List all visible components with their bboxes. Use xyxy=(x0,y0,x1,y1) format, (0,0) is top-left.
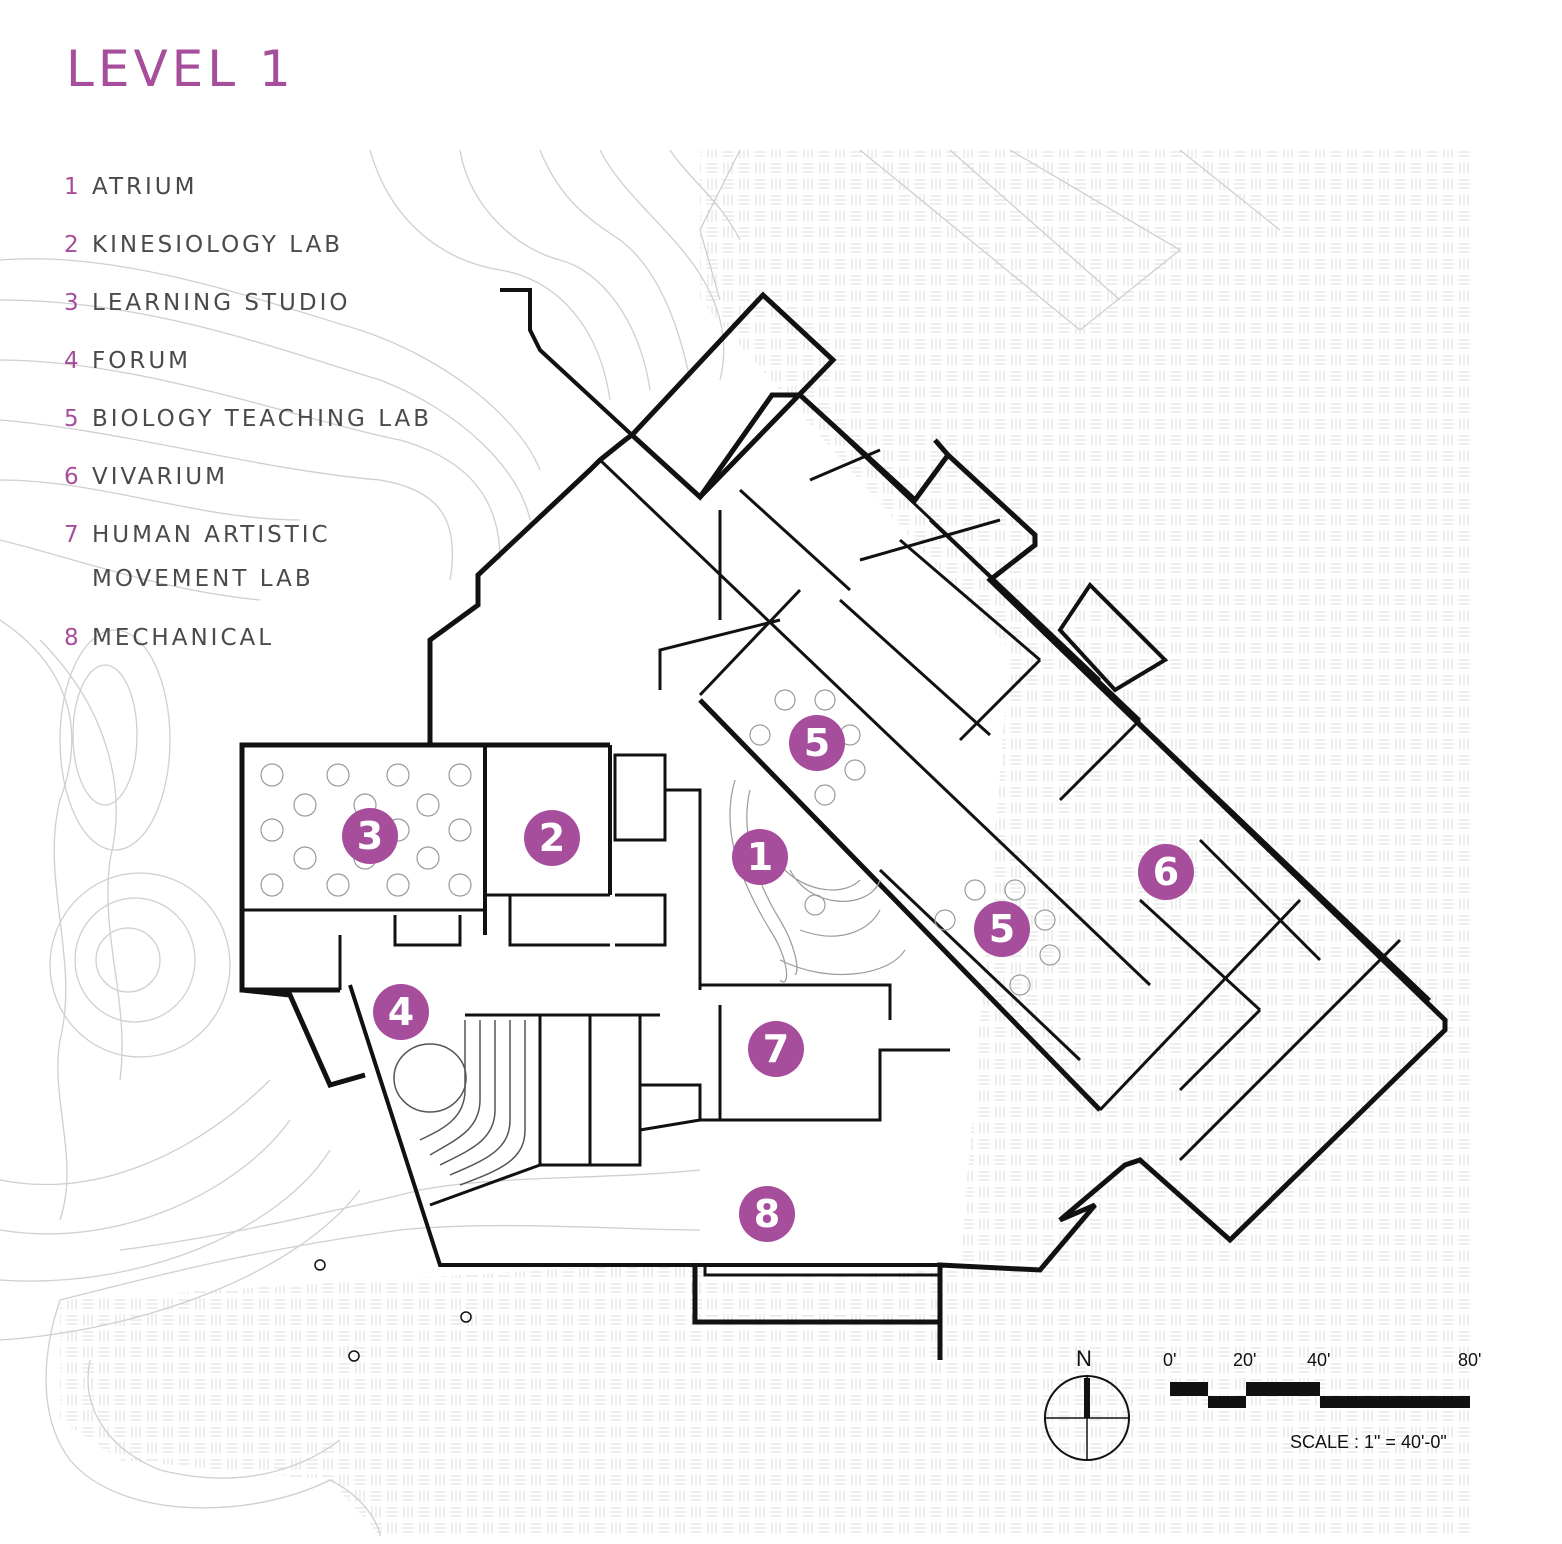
room-marker-7: 7 xyxy=(748,1021,804,1077)
legend-label-group: HUMAN ARTISTIC MOVEMENT LAB xyxy=(92,516,331,619)
legend-number: 4 xyxy=(64,348,82,374)
legend-number: 2 xyxy=(64,232,82,258)
scale-tick-0: 0' xyxy=(1163,1350,1177,1370)
page-title: LEVEL 1 xyxy=(66,40,295,98)
room-marker-circle xyxy=(1138,844,1194,900)
room-marker-6: 6 xyxy=(1138,844,1194,900)
atrium-seating xyxy=(729,779,906,983)
room-marker-3: 3 xyxy=(342,808,398,864)
lab-tables xyxy=(749,689,1061,996)
legend-label: FORUM xyxy=(92,348,191,374)
room-marker-number: 1 xyxy=(747,835,773,879)
scale-label: SCALE : 1" = 40'-0" xyxy=(1290,1432,1447,1452)
room-markers: 1 2 3 4 5 5 6 7 8 xyxy=(342,715,1194,1242)
legend-item: 2 KINESIOLOGY LAB xyxy=(64,226,432,284)
legend-number: 3 xyxy=(64,290,82,316)
scale-bar xyxy=(1170,1382,1470,1408)
room-marker-circle xyxy=(524,810,580,866)
room-marker-circle xyxy=(974,901,1030,957)
legend-label: VIVARIUM xyxy=(92,464,228,490)
forum-seating xyxy=(393,1020,526,1186)
room-marker-number: 7 xyxy=(763,1027,789,1071)
site-circles xyxy=(314,1259,472,1362)
room-marker-circle xyxy=(739,1186,795,1242)
legend-label: MECHANICAL xyxy=(92,625,275,651)
legend-item: 3 LEARNING STUDIO xyxy=(64,284,432,342)
legend-label: BIOLOGY TEACHING LAB xyxy=(92,406,433,432)
room-marker-circle xyxy=(732,829,788,885)
legend-label: ATRIUM xyxy=(92,174,198,200)
legend-item: 1 ATRIUM xyxy=(64,168,432,226)
scale-tick-20: 20' xyxy=(1233,1350,1257,1370)
room-marker-4: 4 xyxy=(373,984,429,1040)
legend-item: 4 FORUM xyxy=(64,342,432,400)
room-marker-number: 5 xyxy=(989,907,1015,951)
legend-item: 7 HUMAN ARTISTIC MOVEMENT LAB xyxy=(64,516,432,619)
room-marker-5: 5 xyxy=(974,901,1030,957)
room-marker-number: 3 xyxy=(357,814,383,858)
room-marker-circle xyxy=(342,808,398,864)
room-marker-number: 6 xyxy=(1153,850,1179,894)
legend-number: 1 xyxy=(64,174,82,200)
room-legend: 1 ATRIUM 2 KINESIOLOGY LAB 3 LEARNING STUDI… xyxy=(64,168,432,677)
building-walls xyxy=(239,288,1448,1360)
room-marker-number: 5 xyxy=(804,721,830,765)
legend-item: 8 MECHANICAL xyxy=(64,619,432,677)
legend-number: 8 xyxy=(64,625,82,651)
room-marker-circle xyxy=(748,1021,804,1077)
legend-number: 7 xyxy=(64,522,82,548)
north-label: N xyxy=(1076,1346,1092,1371)
legend-item: 6 VIVARIUM xyxy=(64,458,432,516)
room-marker-5: 5 xyxy=(789,715,845,771)
room-marker-number: 4 xyxy=(388,990,414,1034)
room-marker-number: 2 xyxy=(539,816,565,860)
room-marker-8: 8 xyxy=(739,1186,795,1242)
room-marker-1: 1 xyxy=(732,829,788,885)
legend-number: 5 xyxy=(64,406,82,432)
legend-number: 6 xyxy=(64,464,82,490)
room-marker-circle xyxy=(373,984,429,1040)
site-contours xyxy=(0,149,1281,1537)
legend-label-line2: MOVEMENT LAB xyxy=(92,566,314,592)
room-marker-number: 8 xyxy=(754,1192,780,1236)
scale-tick-80: 80' xyxy=(1458,1350,1482,1370)
scale-tick-40: 40' xyxy=(1307,1350,1331,1370)
legend-item: 5 BIOLOGY TEACHING LAB xyxy=(64,400,432,458)
north-arrow-icon xyxy=(1044,1375,1130,1461)
room-marker-circle xyxy=(789,715,845,771)
legend-label: LEARNING STUDIO xyxy=(92,290,351,316)
legend-label: KINESIOLOGY LAB xyxy=(92,232,344,258)
studio-tables xyxy=(260,763,472,897)
room-marker-2: 2 xyxy=(524,810,580,866)
legend-label: HUMAN ARTISTIC xyxy=(92,522,331,548)
